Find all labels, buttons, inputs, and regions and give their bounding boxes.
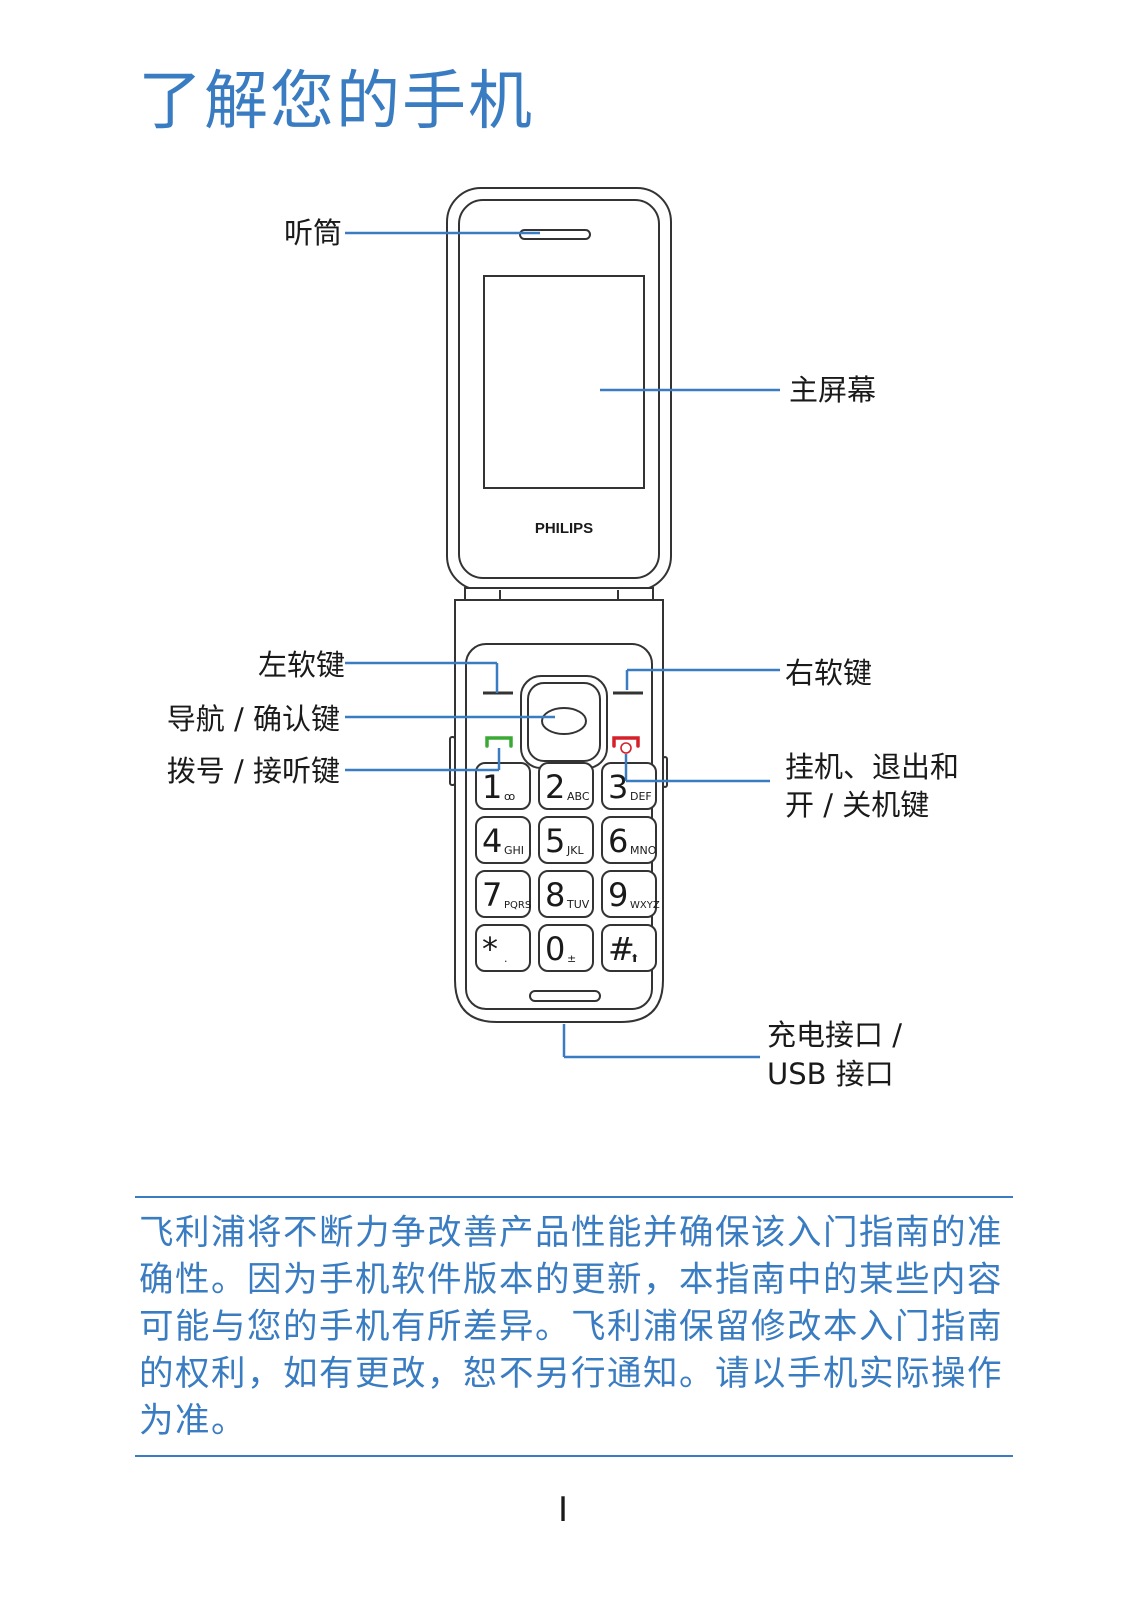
key-letters: . — [504, 952, 508, 965]
key-letters: GHI — [504, 844, 524, 857]
page-title: 了解您的手机 — [138, 65, 534, 139]
label-right-softkey: 右软键 — [785, 656, 873, 690]
key-digit: 6 — [608, 822, 628, 860]
end-key-icon — [612, 736, 640, 748]
label-charge-port-line1: 充电接口 / — [767, 1018, 902, 1052]
key-outline — [601, 870, 657, 918]
label-end-key-line2: 开 / 关机键 — [785, 788, 930, 822]
key-letters: PQRS — [504, 900, 531, 911]
key-0[interactable]: 0± — [538, 924, 594, 972]
key-digit: 1 — [482, 768, 502, 806]
brand-logo: PHILIPS — [535, 520, 593, 537]
call-key-icon — [485, 736, 513, 748]
key-outline — [601, 816, 657, 864]
label-end-key-line1: 挂机、退出和 — [785, 750, 960, 784]
key-outline — [475, 762, 531, 810]
key-outline — [601, 924, 657, 972]
earpiece-slot — [519, 229, 591, 240]
key-outline — [538, 924, 594, 972]
key-letters: JKL — [566, 844, 584, 857]
key-letters: MNO — [630, 844, 657, 857]
label-main-screen: 主屏幕 — [789, 373, 877, 407]
key-hash[interactable]: #⬆ — [601, 924, 657, 972]
key-digit: 4 — [482, 822, 502, 860]
key-digit: 3 — [608, 768, 628, 806]
key-letters: TUV — [566, 898, 590, 911]
disclaimer-box: 飞利浦将不断力争改善产品性能并确保该入门指南的准确性。因为手机软件版本的更新，本… — [135, 1196, 1013, 1457]
label-charge-port-line2: USB 接口 — [767, 1057, 894, 1091]
key-digit: # — [608, 930, 635, 968]
key-star[interactable]: *. — [475, 924, 531, 972]
key-digit: 9 — [608, 876, 628, 914]
key-outline — [538, 870, 594, 918]
label-left-softkey: 左软键 — [257, 648, 345, 682]
key-letters: WXYZ — [630, 900, 660, 911]
page-number: I — [558, 1490, 569, 1530]
key-outline — [475, 924, 531, 972]
key-letters: ⬆ — [630, 952, 639, 965]
key-digit: 2 — [545, 768, 565, 806]
key-digit: 8 — [545, 876, 565, 914]
charge-port-slot — [529, 990, 601, 1002]
key-digit: 5 — [545, 822, 565, 860]
main-screen — [483, 275, 645, 489]
key-letters: ABC — [567, 790, 590, 803]
key-outline — [475, 870, 531, 918]
key-letters: ꝏ — [504, 790, 515, 803]
key-outline — [475, 816, 531, 864]
key-outline — [538, 816, 594, 864]
key-letters: ± — [567, 952, 576, 965]
ok-key — [541, 707, 587, 735]
key-outline — [538, 762, 594, 810]
label-earpiece: 听筒 — [283, 216, 342, 250]
key-outline — [601, 762, 657, 810]
key-digit: 7 — [482, 876, 502, 914]
key-digit: * — [482, 930, 498, 968]
disclaimer-text: 飞利浦将不断力争改善产品性能并确保该入门指南的准确性。因为手机软件版本的更新，本… — [139, 1213, 1003, 1441]
label-call-key: 拨号 / 接听键 — [166, 754, 340, 788]
key-digit: 0 — [545, 930, 565, 968]
key-letters: DEF — [630, 790, 652, 803]
label-nav-ok-key: 导航 / 确认键 — [166, 702, 340, 736]
